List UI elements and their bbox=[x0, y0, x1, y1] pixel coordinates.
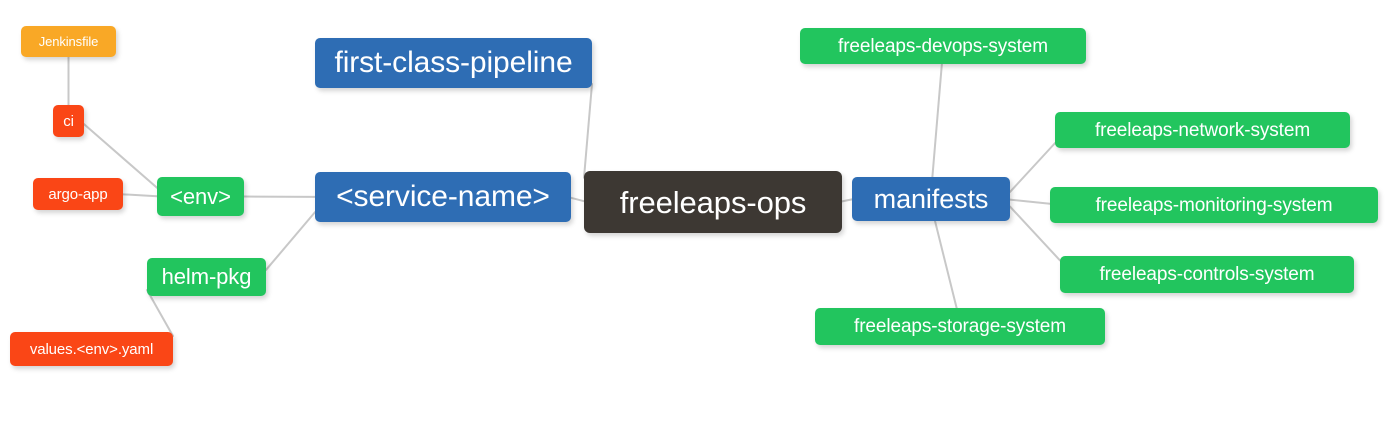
node-label: freeleaps-devops-system bbox=[838, 35, 1048, 57]
mindmap-node-manifests[interactable]: manifests bbox=[852, 177, 1010, 221]
node-label: freeleaps-ops bbox=[619, 184, 807, 220]
node-label: Jenkinsfile bbox=[38, 34, 99, 49]
node-label: argo-app bbox=[48, 185, 108, 203]
node-label: ci bbox=[63, 112, 74, 130]
mindmap-node-freeleaps-network-system[interactable]: freeleaps-network-system bbox=[1055, 112, 1350, 148]
mindmap-edge-first-class-pipeline--freeleaps-ops bbox=[583, 83, 593, 179]
node-label: first-class-pipeline bbox=[334, 46, 573, 79]
mindmap-edge-freeleaps-ops--manifests bbox=[841, 198, 853, 203]
node-label: freeleaps-controls-system bbox=[1099, 264, 1315, 285]
node-label: values.<env>.yaml bbox=[29, 340, 154, 358]
mindmap-node-freeleaps-controls-system[interactable]: freeleaps-controls-system bbox=[1060, 256, 1354, 293]
node-label: helm-pkg bbox=[161, 264, 252, 289]
mindmap-node-env[interactable]: <env> bbox=[157, 177, 244, 216]
mindmap-node-argo-app[interactable]: argo-app bbox=[33, 178, 123, 210]
mindmap-node-freeleaps-ops[interactable]: freeleaps-ops bbox=[584, 171, 842, 233]
mindmap-edge-freeleaps-devops-system--manifests bbox=[931, 63, 943, 178]
mindmap-node-helm-pkg[interactable]: helm-pkg bbox=[147, 258, 266, 296]
mindmap-node-ci[interactable]: ci bbox=[53, 105, 84, 137]
mindmap-node-Jenkinsfile[interactable]: Jenkinsfile bbox=[21, 26, 116, 57]
mindmap-node-freeleaps-storage-system[interactable]: freeleaps-storage-system bbox=[815, 308, 1105, 345]
mindmap-node-freeleaps-monitoring-system[interactable]: freeleaps-monitoring-system bbox=[1050, 187, 1378, 223]
mindmap-edge-helm-pkg--service-name bbox=[265, 211, 316, 271]
mindmap-edge-values-env-yaml--helm-pkg bbox=[146, 289, 174, 337]
mindmap-edge-manifests--freeleaps-storage-system bbox=[934, 220, 958, 309]
node-label: <service-name> bbox=[336, 180, 550, 213]
node-label: <env> bbox=[170, 183, 231, 209]
node-label: freeleaps-storage-system bbox=[854, 316, 1066, 337]
mindmap-node-first-class-pipeline[interactable]: first-class-pipeline bbox=[315, 38, 592, 88]
node-label: freeleaps-network-system bbox=[1094, 119, 1311, 141]
mindmap-edge-manifests--freeleaps-network-system bbox=[1009, 142, 1056, 193]
mindmap-node-service-name[interactable]: <service-name> bbox=[315, 172, 571, 222]
mindmap-node-freeleaps-devops-system[interactable]: freeleaps-devops-system bbox=[800, 28, 1086, 64]
node-label: manifests bbox=[873, 183, 989, 214]
mindmap-edge-manifests--freeleaps-monitoring-system bbox=[1009, 198, 1051, 205]
mindmap-edge-service-name--freeleaps-ops bbox=[570, 196, 585, 203]
mindmap-edge-argo-app--env bbox=[122, 193, 158, 198]
mindmap-node-values-env-yaml[interactable]: values.<env>.yaml bbox=[10, 332, 173, 366]
node-label: freeleaps-monitoring-system bbox=[1095, 194, 1333, 216]
